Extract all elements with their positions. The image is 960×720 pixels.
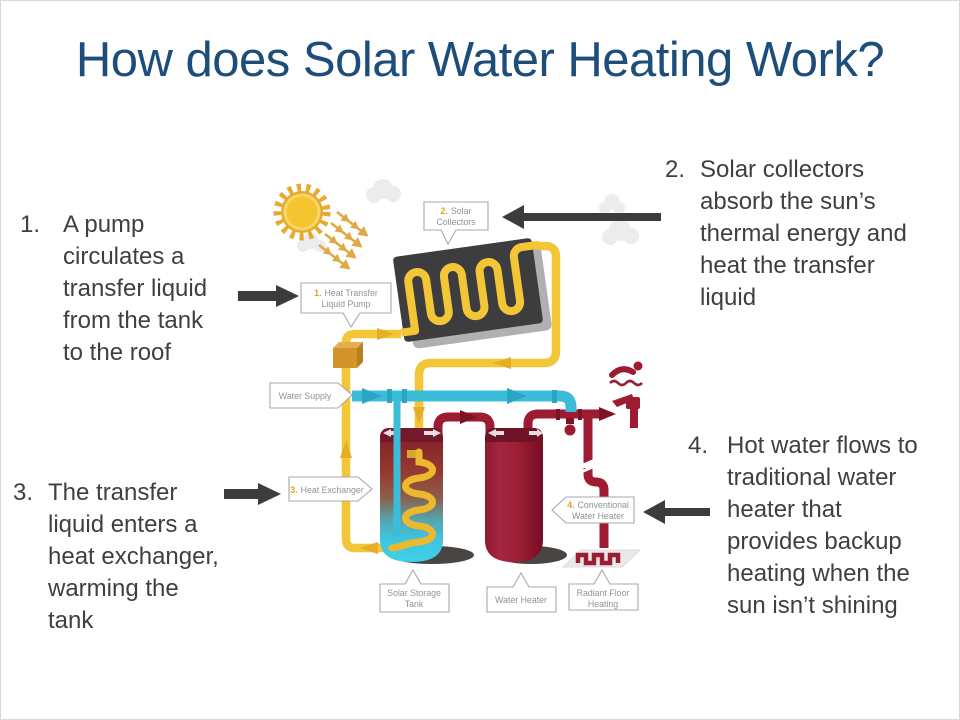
step-4: 4. Hot water flows to traditional water …: [688, 430, 918, 622]
step-3: 3. The transfer liquid enters a heat exc…: [13, 477, 219, 637]
solar-panel: [393, 238, 552, 349]
svg-text:1.Heat Transfer: 1.Heat Transfer: [314, 288, 378, 298]
flow-arrow-icon: [460, 410, 477, 424]
callout-heat-transfer-pump: 1.Heat Transfer Liquid Pump: [300, 282, 392, 329]
svg-text:Liquid Pump: Liquid Pump: [322, 299, 371, 309]
svg-text:Tank: Tank: [405, 599, 424, 609]
arrow-step-4: [643, 500, 710, 524]
svg-text:3.Heat Exchanger: 3.Heat Exchanger: [290, 485, 363, 495]
flow-arrow-icon: [377, 328, 394, 340]
pipe-cold-water: [352, 388, 577, 413]
faucet-icon: [612, 394, 640, 428]
flow-arrow-icon: [493, 357, 511, 369]
waves-icon: [609, 379, 643, 387]
water-heater-tank: [485, 428, 543, 562]
pipe-hot-loop: [340, 241, 561, 554]
tank-port-arrows: [488, 429, 543, 437]
arrow-step-3: [224, 483, 281, 505]
coil-fitting: [407, 450, 420, 458]
callout-water-supply: Water Supply: [269, 382, 353, 409]
step-1-text: A pump circulates a transfer liquid from…: [63, 211, 208, 366]
step-2-text: Solar collectors absorb the sun’s therma…: [700, 156, 907, 311]
floor-coil: [575, 552, 621, 566]
step-2-number: 2.: [665, 156, 686, 183]
callout-conventional-water-heater: 4.Conventional Water Heater: [551, 496, 635, 524]
callout-heat-exchanger: 3.Heat Exchanger: [288, 476, 373, 502]
flow-arrow-icon: [507, 388, 527, 404]
svg-text:Radiant Floor: Radiant Floor: [577, 588, 630, 598]
step-4-text: Hot water flows to traditional water hea…: [727, 432, 918, 619]
arrow-step-2: [502, 205, 661, 229]
step-2: 2. Solar collectors absorb the sun’s the…: [665, 154, 907, 314]
heat-exchanger-coil: [388, 448, 436, 552]
pipe-hot-water: [433, 407, 616, 548]
step-1: 1. A pump circulates a transfer liquid f…: [20, 209, 207, 369]
svg-text:Water Supply: Water Supply: [279, 391, 332, 401]
callout-radiant-floor: Radiant Floor Heating: [568, 568, 639, 611]
collector-tube: [400, 240, 539, 337]
step-3-number: 3.: [13, 479, 34, 506]
arrow-step-1: [238, 285, 299, 307]
flow-arrow-icon: [362, 388, 382, 404]
sun-icon: [273, 183, 331, 241]
page-title: How does Solar Water Heating Work?: [75, 33, 885, 87]
callout-solar-storage-tank: Solar Storage Tank: [379, 568, 450, 613]
svg-text:Collectors: Collectors: [436, 217, 476, 227]
radiant-floor: [561, 549, 642, 568]
step-3-text: The transfer liquid enters a heat exchan…: [48, 479, 219, 634]
svg-text:Water Heater: Water Heater: [572, 511, 624, 521]
pipe-break-icon: [580, 464, 596, 474]
flow-arrow-icon: [340, 440, 352, 458]
svg-text:Heating: Heating: [588, 599, 618, 609]
swimmer-icon: [609, 361, 643, 387]
valve-icon: [564, 424, 576, 436]
flow-arrow-icon: [599, 407, 616, 421]
step-1-number: 1.: [20, 211, 41, 238]
svg-text:4.Conventional: 4.Conventional: [567, 500, 629, 510]
svg-text:Solar Storage: Solar Storage: [387, 588, 441, 598]
svg-text:2.Solar: 2.Solar: [441, 206, 472, 216]
valve-icon: [566, 418, 574, 424]
callout-solar-collectors: 2.Solar Collectors: [423, 201, 489, 246]
pump-icon: [333, 342, 363, 368]
sun-rays-icon: [318, 210, 369, 270]
callout-water-heater: Water Heater: [486, 571, 557, 613]
svg-text:Water Heater: Water Heater: [495, 595, 547, 605]
flow-arrow-icon: [413, 407, 425, 424]
pipe-break-icon: [580, 458, 596, 468]
flow-arrow-icon: [360, 542, 378, 554]
step-4-number: 4.: [688, 432, 709, 459]
